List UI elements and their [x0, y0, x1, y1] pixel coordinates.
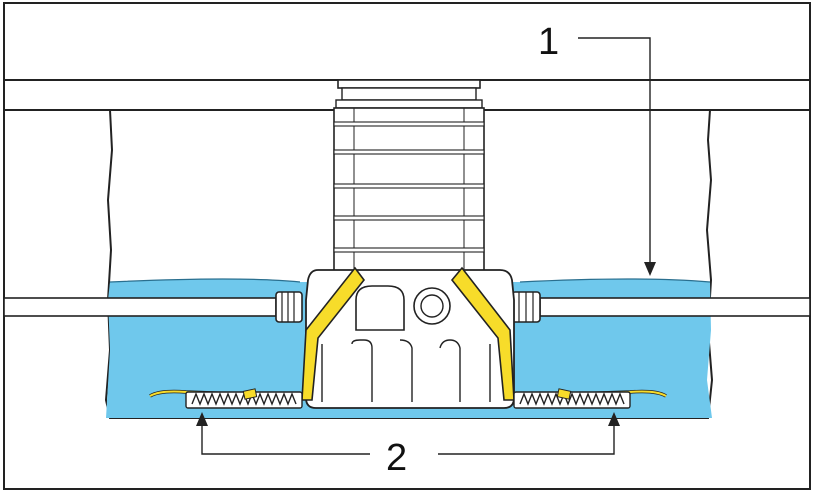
inlet-pipe — [3, 297, 277, 317]
anchor-mat-left — [149, 388, 303, 409]
outlet-pipe — [539, 297, 811, 317]
callout-2-number: 2 — [386, 437, 407, 479]
callout-2: 2 — [196, 412, 620, 479]
riser-shaft — [333, 79, 485, 274]
callout-2-arrowhead-right — [608, 412, 620, 426]
callout-2-arrowhead-left — [196, 412, 208, 426]
callout-1-number: 1 — [538, 21, 559, 63]
inlet-coupling — [275, 291, 303, 323]
tank-opening-left — [355, 285, 405, 331]
ballast-strap-left — [301, 266, 366, 401]
tank-body — [305, 269, 515, 409]
ballast-strap-right — [450, 266, 515, 401]
callout-1-arrowhead — [644, 262, 656, 276]
outlet-coupling — [511, 291, 541, 323]
tank-port-inner — [420, 294, 444, 318]
anchor-mat-right — [513, 388, 667, 409]
water-surface-line — [109, 278, 711, 283]
callout-1: 1 — [538, 21, 656, 276]
